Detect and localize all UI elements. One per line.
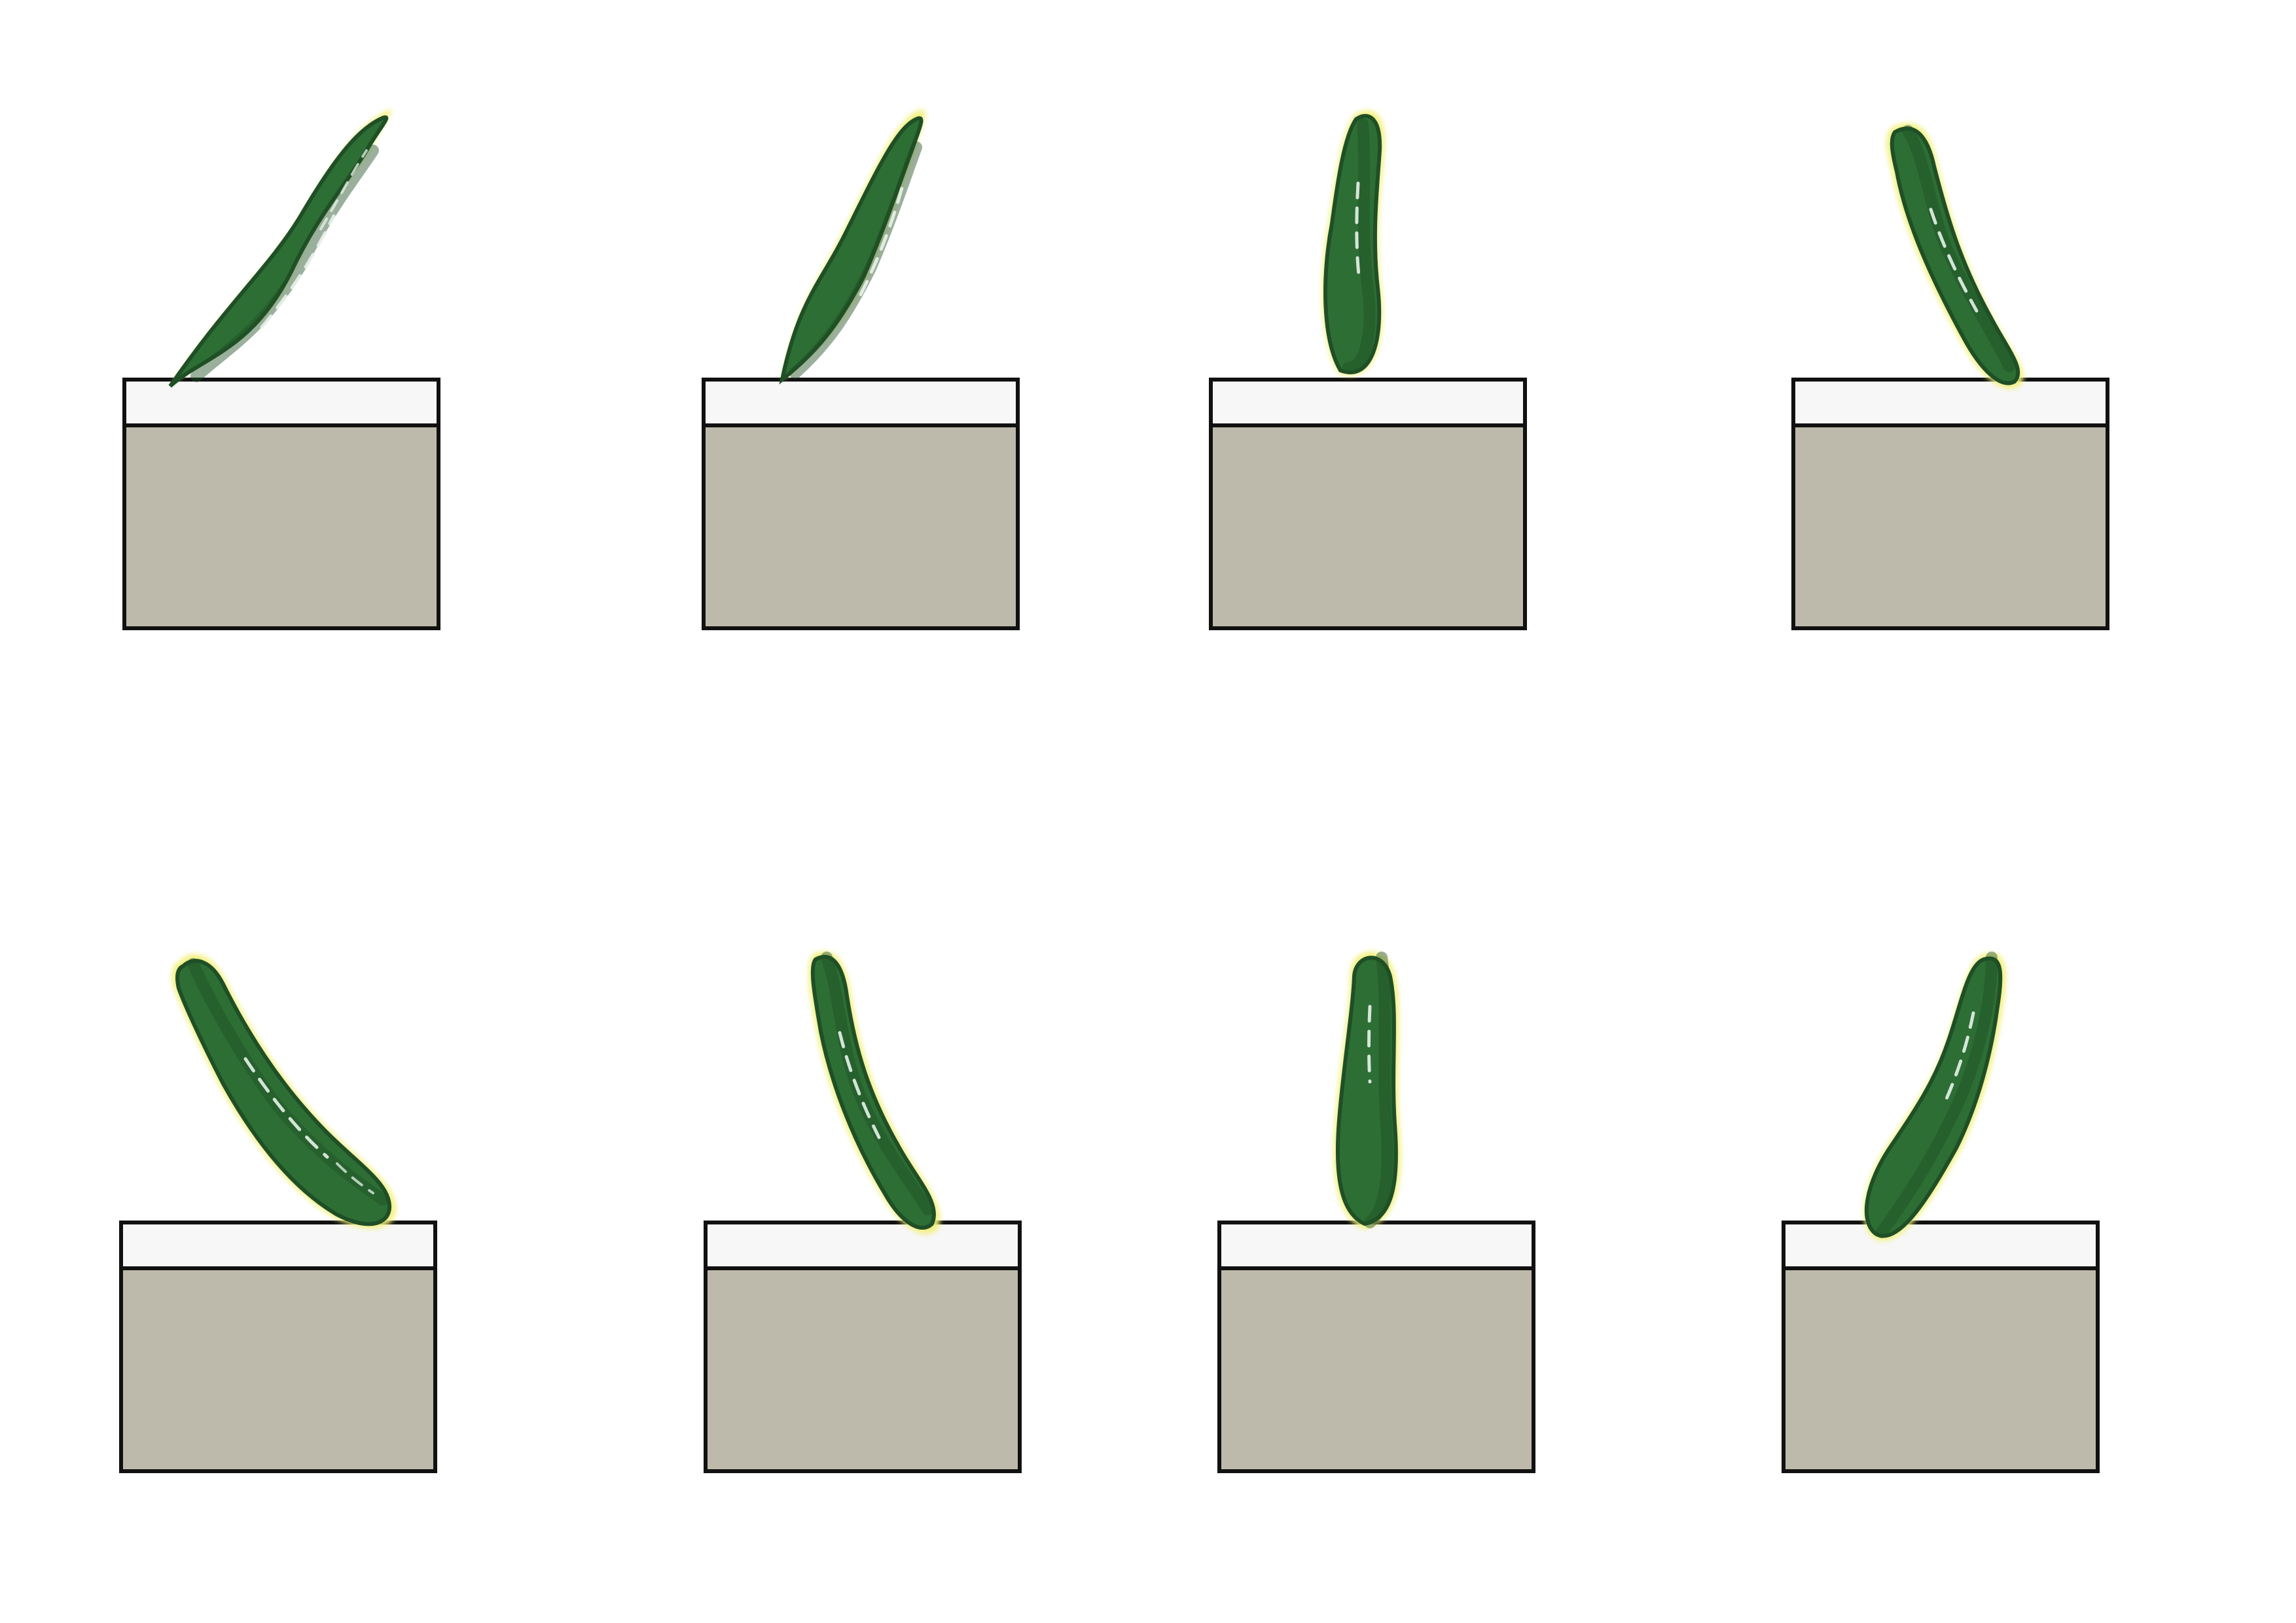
box-icon — [1209, 378, 1527, 630]
card-1 — [122, 109, 440, 630]
card-2 — [702, 109, 1020, 630]
card-3 — [1209, 110, 1527, 630]
card-7 — [1217, 952, 1535, 1473]
cucumber-icon — [779, 109, 925, 385]
box-icon — [1791, 378, 2109, 630]
box-icon — [704, 1221, 1022, 1473]
card-6 — [704, 951, 1022, 1473]
cucumber-icon — [1322, 110, 1385, 376]
card-5 — [119, 954, 437, 1473]
cucumber-icon — [1863, 952, 2006, 1241]
card-8 — [1782, 952, 2100, 1473]
cucumber-icon — [168, 109, 392, 388]
box-icon — [702, 378, 1020, 630]
card-4 — [1791, 123, 2109, 630]
box-icon — [119, 1221, 437, 1473]
cucumber-icon — [1886, 123, 2024, 389]
cucumber-icon — [171, 954, 396, 1229]
cucumber-icon — [808, 951, 941, 1234]
cucumber-icon — [1333, 952, 1401, 1229]
box-icon — [1782, 1221, 2100, 1473]
box-icon — [1217, 1221, 1535, 1473]
box-icon — [122, 378, 440, 630]
